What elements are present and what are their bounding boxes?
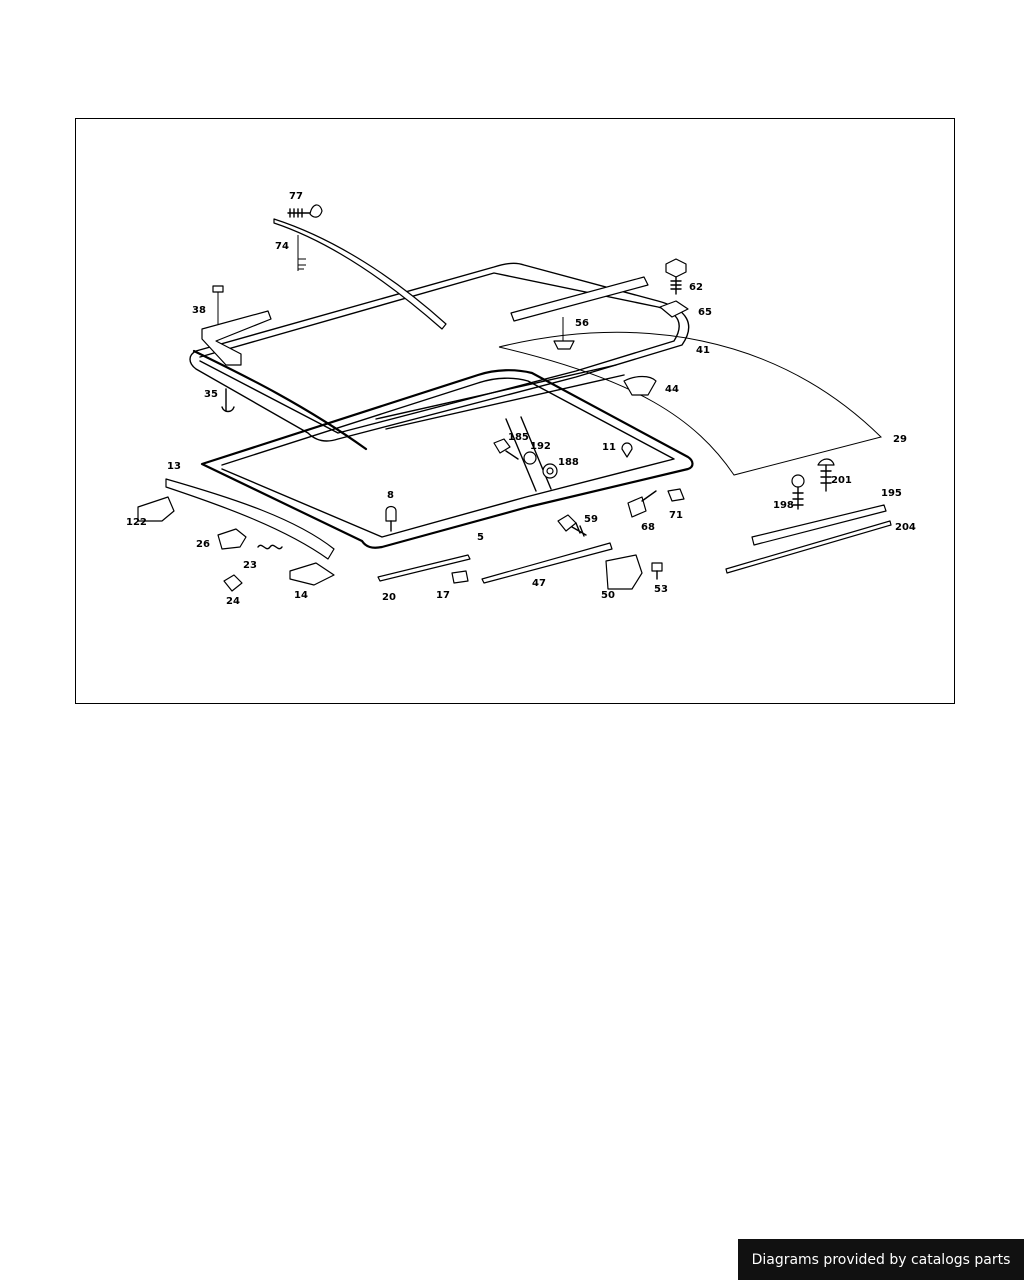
label-part-198: 198 bbox=[773, 500, 794, 511]
part-26-slider bbox=[217, 528, 247, 550]
label-part-8: 8 bbox=[387, 490, 394, 501]
part-13-front-bar bbox=[165, 478, 335, 560]
label-part-5: 5 bbox=[477, 532, 484, 543]
part-17-block bbox=[451, 570, 469, 584]
diagram-frame: 77 74 38 35 62 65 56 41 44 29 185 192 18… bbox=[75, 118, 955, 704]
label-part-17: 17 bbox=[436, 590, 450, 601]
part-50-housing bbox=[605, 554, 643, 590]
part-122-bracket bbox=[137, 496, 175, 522]
part-59-screw bbox=[557, 514, 587, 537]
part-47-strip bbox=[481, 542, 613, 584]
sunroof-parts-diagram: 77 74 38 35 62 65 56 41 44 29 185 192 18… bbox=[126, 191, 916, 607]
label-part-26: 26 bbox=[196, 539, 210, 550]
label-part-50: 50 bbox=[601, 590, 615, 601]
label-part-122: 122 bbox=[126, 517, 147, 528]
label-part-56: 56 bbox=[575, 318, 589, 329]
part-23-spring bbox=[257, 544, 283, 550]
label-part-201: 201 bbox=[831, 475, 852, 486]
label-part-29: 29 bbox=[893, 434, 907, 445]
part-62-bolt bbox=[665, 258, 687, 295]
label-part-74: 74 bbox=[275, 241, 289, 252]
part-56-cover-strip bbox=[510, 276, 649, 322]
label-part-38: 38 bbox=[192, 305, 206, 316]
part-195-strip bbox=[751, 504, 887, 546]
label-part-188: 188 bbox=[558, 457, 579, 468]
label-part-35: 35 bbox=[204, 389, 218, 400]
label-part-195: 195 bbox=[881, 488, 902, 499]
part-71-clip bbox=[667, 488, 685, 502]
part-35-guide-rail bbox=[192, 349, 368, 451]
label-part-68: 68 bbox=[641, 522, 655, 533]
part-192-washer bbox=[523, 451, 537, 465]
label-part-65: 65 bbox=[698, 307, 712, 318]
label-part-192: 192 bbox=[530, 441, 551, 452]
part-74-deflector-strip bbox=[273, 218, 447, 330]
part-68-bolt bbox=[627, 490, 657, 518]
part-77-screw bbox=[287, 204, 323, 218]
label-part-44: 44 bbox=[665, 384, 679, 395]
label-part-59: 59 bbox=[584, 514, 598, 525]
part-65-clip-nut bbox=[659, 300, 689, 318]
label-part-20: 20 bbox=[382, 592, 396, 603]
label-part-47: 47 bbox=[532, 578, 546, 589]
credit-badge: Diagrams provided by catalogs parts bbox=[738, 1239, 1024, 1280]
part-204-strip bbox=[725, 520, 892, 574]
part-201-screw bbox=[817, 458, 835, 492]
label-part-13: 13 bbox=[167, 461, 181, 472]
label-part-41: 41 bbox=[696, 345, 710, 356]
part-5-frame bbox=[200, 369, 694, 549]
label-part-62: 62 bbox=[689, 282, 703, 293]
credit-text: Diagrams provided by catalogs parts bbox=[751, 1251, 1011, 1268]
part-14-lever bbox=[289, 562, 335, 586]
label-part-23: 23 bbox=[243, 560, 257, 571]
label-part-185: 185 bbox=[508, 432, 529, 443]
label-part-77: 77 bbox=[289, 191, 303, 202]
label-part-11: 11 bbox=[602, 442, 616, 453]
part-8-bolt bbox=[385, 505, 397, 532]
label-part-71: 71 bbox=[669, 510, 683, 521]
part-41-seal-frame bbox=[189, 262, 690, 442]
part-29-glass-panel bbox=[498, 331, 882, 476]
part-185-screw bbox=[493, 438, 519, 460]
part-44-pad bbox=[623, 375, 657, 396]
part-56-clip bbox=[553, 317, 575, 350]
part-11-rivet bbox=[621, 442, 633, 458]
part-24-small-clip bbox=[223, 574, 243, 592]
label-part-14: 14 bbox=[294, 590, 308, 601]
part-198-screw bbox=[791, 474, 805, 510]
label-part-204: 204 bbox=[895, 522, 916, 533]
part-38-foam-block bbox=[201, 285, 272, 366]
label-part-24: 24 bbox=[226, 596, 240, 607]
label-part-53: 53 bbox=[654, 584, 668, 595]
part-53-pin bbox=[651, 562, 663, 580]
part-20-cable bbox=[377, 554, 471, 582]
